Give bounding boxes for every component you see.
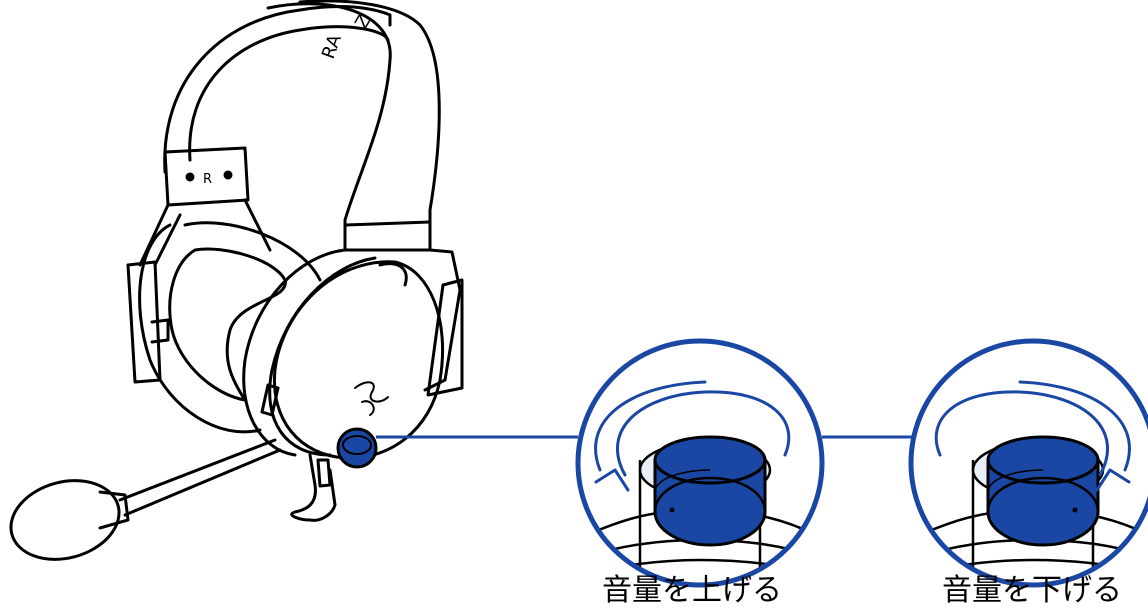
front-earcup (242, 248, 464, 460)
back-earcup (126, 221, 322, 434)
volume-up-label: 音量を上げる (602, 573, 782, 608)
dial-large-down (986, 435, 1100, 547)
microphone-boom (9, 438, 282, 561)
volume-dial-small (336, 427, 378, 469)
zoom-volume-down (908, 338, 1148, 588)
dial-large-up (653, 435, 767, 547)
svg-text:RA: RA (318, 31, 346, 61)
headband: RA Z (163, 0, 441, 252)
counterclockwise-arrow-icon (934, 380, 1131, 492)
clockwise-arrow-icon (594, 380, 791, 492)
headband-lettering: RA Z (318, 11, 376, 61)
svg-text:R: R (203, 172, 212, 187)
headband-slider: R (138, 146, 272, 267)
zoom-volume-up (575, 338, 825, 588)
cable (290, 453, 337, 522)
razer-logo-icon (354, 381, 389, 416)
volume-down-label: 音量を下げる (942, 573, 1122, 608)
